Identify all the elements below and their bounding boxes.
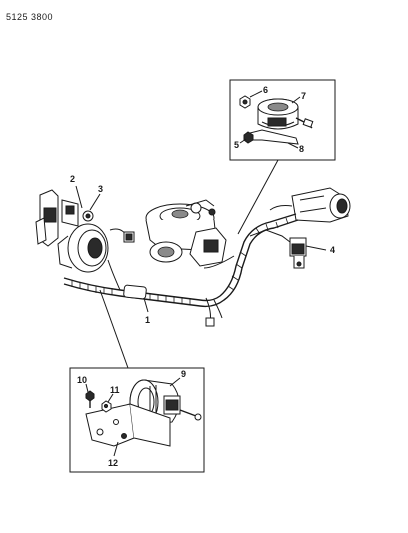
callout-3: 3 [98, 184, 103, 194]
callout-12: 12 [108, 458, 118, 468]
actuator-7 [257, 98, 314, 130]
bracket-8 [245, 129, 299, 145]
nut-5 [243, 131, 254, 144]
nut-6 [239, 95, 251, 109]
lower-inset: 10 11 9 12 [69, 367, 205, 473]
harness-1 [63, 205, 299, 327]
upper-inset-pointer [237, 159, 279, 235]
callout-11: 11 [110, 385, 120, 395]
callout-2: 2 [70, 174, 75, 184]
main-assembly [35, 185, 351, 327]
callout-6: 6 [263, 85, 268, 95]
callout-7: 7 [301, 91, 306, 101]
callout-9: 9 [181, 369, 186, 379]
bracket-12 [85, 403, 171, 447]
callout-8: 8 [299, 144, 304, 154]
diagram-code: 5125 3800 [6, 12, 54, 22]
upper-inset-frame [229, 79, 336, 161]
throttle-body [145, 199, 227, 267]
lower-inset-pointer [99, 289, 129, 369]
screw-3 [82, 210, 94, 222]
upper-inset: 6 7 5 8 [229, 79, 336, 161]
vacuum-unit [291, 187, 351, 223]
callout-1: 1 [145, 315, 150, 325]
callout-10: 10 [77, 375, 87, 385]
lower-inset-frame [69, 367, 205, 473]
callout-5: 5 [234, 140, 239, 150]
nut-11 [101, 400, 112, 413]
switch-4 [289, 237, 307, 269]
callout-4: 4 [330, 245, 335, 255]
servo-unit [57, 223, 109, 273]
servo-bracket-2 [35, 189, 79, 247]
screw-10 [85, 390, 95, 408]
